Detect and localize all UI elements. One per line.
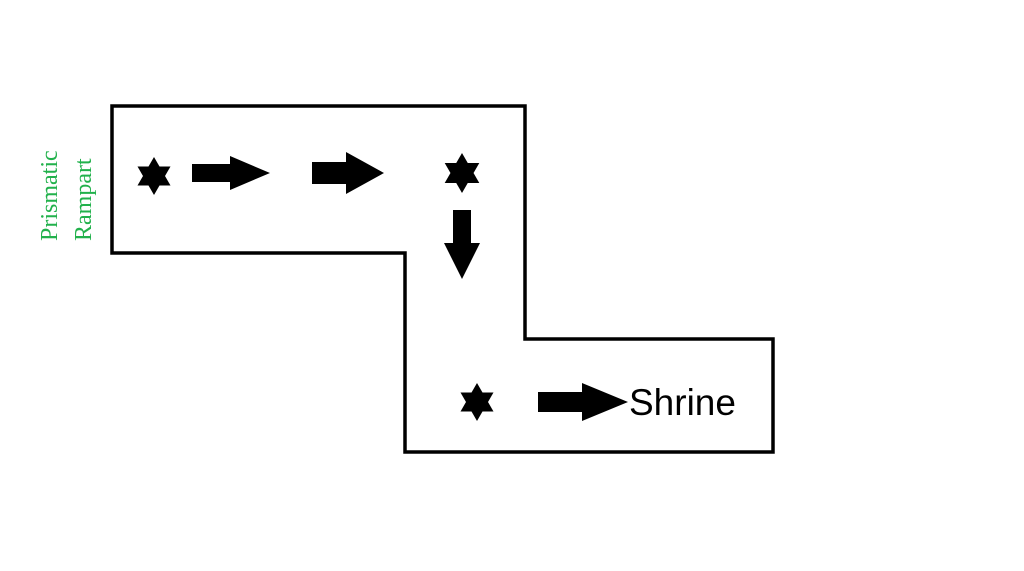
star-icon <box>137 157 171 195</box>
arrow-right-icon <box>538 383 628 421</box>
side-label: Prismatic Rampart <box>37 150 97 241</box>
path-outline <box>110 104 775 454</box>
star-icon <box>460 383 494 421</box>
star-icon <box>444 153 480 193</box>
side-label-line-1: Prismatic <box>37 150 63 241</box>
destination-label: Shrine <box>629 382 736 423</box>
arrow-right-icon <box>312 152 384 194</box>
arrow-right-icon <box>192 156 270 190</box>
side-label-line-2: Rampart <box>71 158 97 241</box>
arrow-down-icon <box>444 210 480 279</box>
